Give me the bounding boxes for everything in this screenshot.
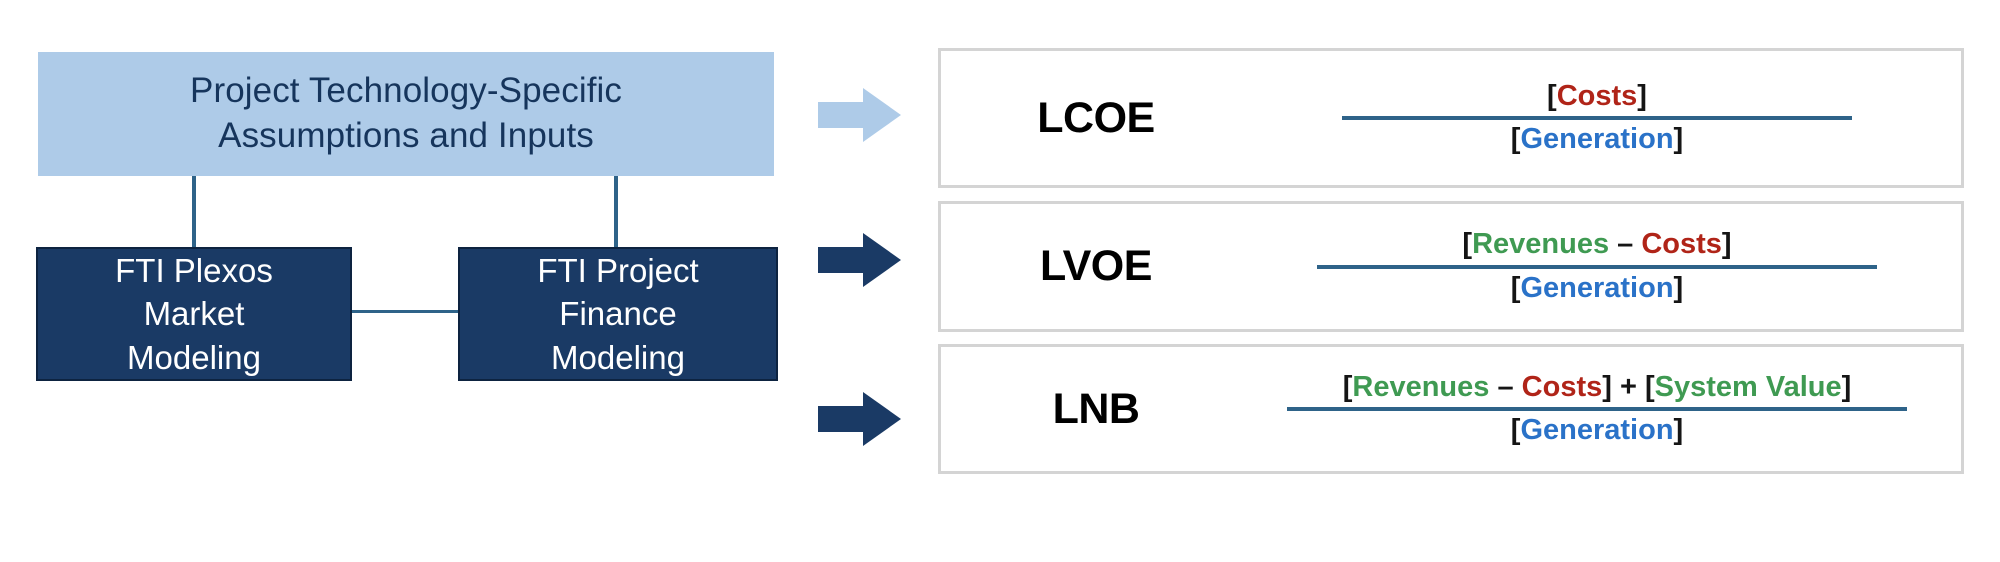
formula-token: ] xyxy=(1673,414,1684,446)
formula-lvoe: [Revenues – Costs] [Generation] xyxy=(1251,228,1961,305)
formula-token: Costs xyxy=(1521,370,1603,403)
arrow-head xyxy=(863,392,901,446)
formula-token: Generation xyxy=(1520,271,1674,304)
metric-label-lvoe: LVOE xyxy=(1040,242,1152,290)
formula-token: [ xyxy=(1510,414,1521,446)
node-fti-project-finance-text: FTI Project Finance Modeling xyxy=(537,249,698,380)
plexos-line-2: Market xyxy=(143,295,245,333)
arrow-right-icon-lnb xyxy=(818,392,902,446)
formula-denominator: [Generation] xyxy=(1511,411,1683,447)
arrow-head xyxy=(863,88,901,142)
metric-label-lcoe: LCOE xyxy=(1037,93,1155,142)
formula-token: ] xyxy=(1637,79,1647,112)
fraction-bar xyxy=(1287,407,1907,411)
arrow-head xyxy=(863,233,901,287)
formula-numerator: [Costs] xyxy=(1547,80,1647,116)
formula-lcoe: [Costs] [Generation] xyxy=(1251,80,1961,157)
metric-box-lcoe: LCOE [Costs] [Generation] xyxy=(938,48,1964,188)
formula-token: System Value xyxy=(1654,370,1842,403)
node-project-assumptions: Project Technology-Specific Assumptions … xyxy=(38,52,774,176)
formula-token: ] xyxy=(1673,271,1684,304)
formula-token: Generation xyxy=(1520,414,1674,446)
finance-line-1: FTI Project xyxy=(537,251,699,289)
formula-token: [ xyxy=(1510,123,1521,155)
connector-horizontal-between-models xyxy=(348,310,462,313)
formula-token: [ xyxy=(1342,370,1353,403)
formula-token: Generation xyxy=(1520,123,1674,155)
formula-token: Revenues xyxy=(1352,370,1490,403)
arrow-right-icon-lcoe xyxy=(818,88,902,142)
formula-token: [ xyxy=(1547,79,1557,112)
formula-token: – xyxy=(1609,228,1642,261)
node-fti-plexos-market-modeling: FTI Plexos Market Modeling xyxy=(36,247,352,381)
plexos-line-3: Modeling xyxy=(127,338,261,376)
formula-token: ] xyxy=(1721,228,1732,261)
fraction-bar xyxy=(1342,116,1852,120)
formula-token: ] xyxy=(1841,370,1852,403)
formula-token: ] + [ xyxy=(1602,370,1655,403)
node-project-assumptions-text: Project Technology-Specific Assumptions … xyxy=(180,69,632,159)
node-line-1: Project Technology-Specific xyxy=(190,71,622,111)
node-fti-project-finance-modeling: FTI Project Finance Modeling xyxy=(458,247,778,381)
plexos-line-1: FTI Plexos xyxy=(115,251,273,289)
finance-line-3: Modeling xyxy=(551,338,685,376)
formula-denominator: [Generation] xyxy=(1511,269,1683,305)
formula-numerator: [Revenues – Costs] + [System Value] xyxy=(1343,371,1852,407)
finance-line-2: Finance xyxy=(559,295,677,333)
connector-vertical-left xyxy=(192,176,196,249)
metric-label-lnb: LNB xyxy=(1052,384,1140,433)
formula-token: Costs xyxy=(1556,79,1638,112)
arrow-shaft xyxy=(818,102,870,128)
formula-numerator: [Revenues – Costs] xyxy=(1462,228,1731,264)
formula-lnb: [Revenues – Costs] + [System Value] [Gen… xyxy=(1251,371,1961,448)
connector-vertical-right xyxy=(614,176,618,249)
formula-token: [ xyxy=(1510,271,1521,304)
metric-box-lnb: LNB [Revenues – Costs] + [System Value] … xyxy=(938,344,1964,474)
formula-token: – xyxy=(1489,370,1522,403)
formula-token: Revenues xyxy=(1472,228,1610,261)
arrow-right-icon-lvoe xyxy=(818,233,902,287)
arrow-shaft xyxy=(818,247,870,273)
node-line-2: Assumptions and Inputs xyxy=(218,116,594,155)
formula-token: Costs xyxy=(1641,228,1722,261)
node-fti-plexos-text: FTI Plexos Market Modeling xyxy=(115,249,273,380)
fraction-bar xyxy=(1317,264,1877,269)
formula-denominator: [Generation] xyxy=(1511,120,1683,156)
formula-token: [ xyxy=(1462,228,1473,261)
formula-token: ] xyxy=(1673,123,1684,155)
arrow-shaft xyxy=(818,406,870,432)
metric-box-lvoe: LVOE [Revenues – Costs] [Generation] xyxy=(938,201,1964,332)
